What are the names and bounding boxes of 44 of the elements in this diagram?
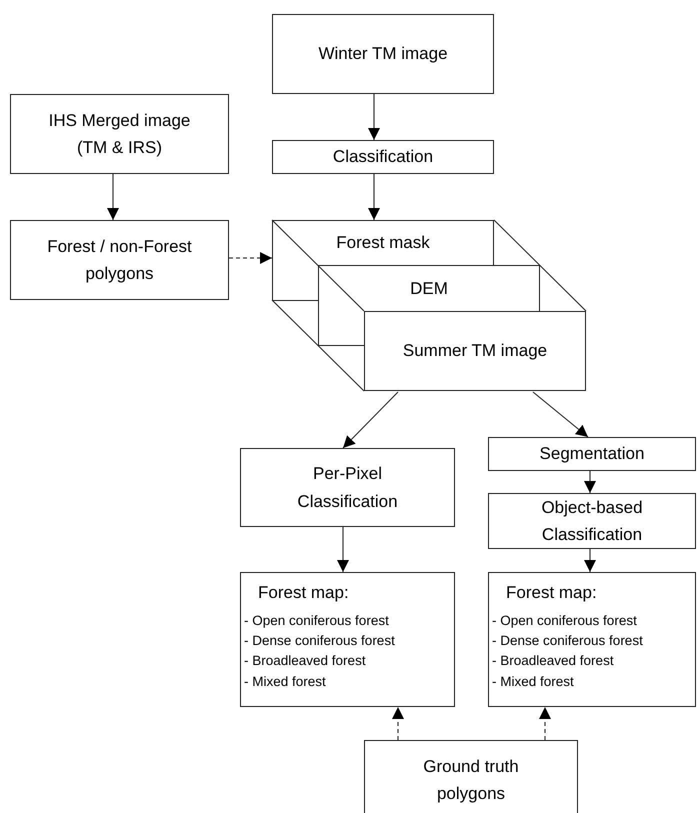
box-heading: Forest map: [258,582,349,604]
list-item: - Broadleaved forest [244,652,366,670]
process-box [272,14,494,94]
list-item: - Open coniferous forest [492,612,637,630]
list-item: - Broadleaved forest [492,652,614,670]
list-item: - Mixed forest [244,672,326,691]
process-box [10,94,229,174]
box-label: Forest mask [336,232,430,254]
arrow [392,706,404,740]
process-box [240,448,455,527]
list-item: - Open coniferous forest [244,612,389,630]
process-box [272,140,494,174]
arrow [228,252,272,264]
result-box [240,572,455,707]
process-box [488,437,696,471]
arrow [368,94,380,140]
box-label: Per-Pixel Classification [296,463,399,512]
process-box [10,220,229,300]
box-label: Forest / non-Forest polygons [46,236,193,285]
box-label: IHS Merged image (TM & IRS) [48,110,192,159]
list-item: - Mixed forest [492,672,574,691]
list-item: - Dense coniferous forest [244,632,395,650]
box-label: Summer TM image [402,340,548,362]
process-box [488,493,696,549]
process-box [364,740,578,813]
box-label: Classification [332,146,434,168]
arrow [368,174,380,220]
box-label: Object-based Classification [540,496,644,546]
arrow [337,526,349,572]
arrow [342,392,398,448]
process-box [272,220,494,265]
box-label: Ground truth polygons [422,756,520,805]
box-label: DEM [410,278,448,300]
arrow [532,392,588,438]
result-box [488,572,696,707]
box-label: Winter TM image [318,43,448,66]
arrow [539,706,551,740]
box-label: Segmentation [540,443,644,466]
arrow [584,470,596,494]
process-box [364,311,586,391]
box-heading: Forest map: [506,582,597,604]
list-item: - Dense coniferous forest [492,632,643,650]
arrow [584,548,596,572]
arrow [107,174,119,220]
